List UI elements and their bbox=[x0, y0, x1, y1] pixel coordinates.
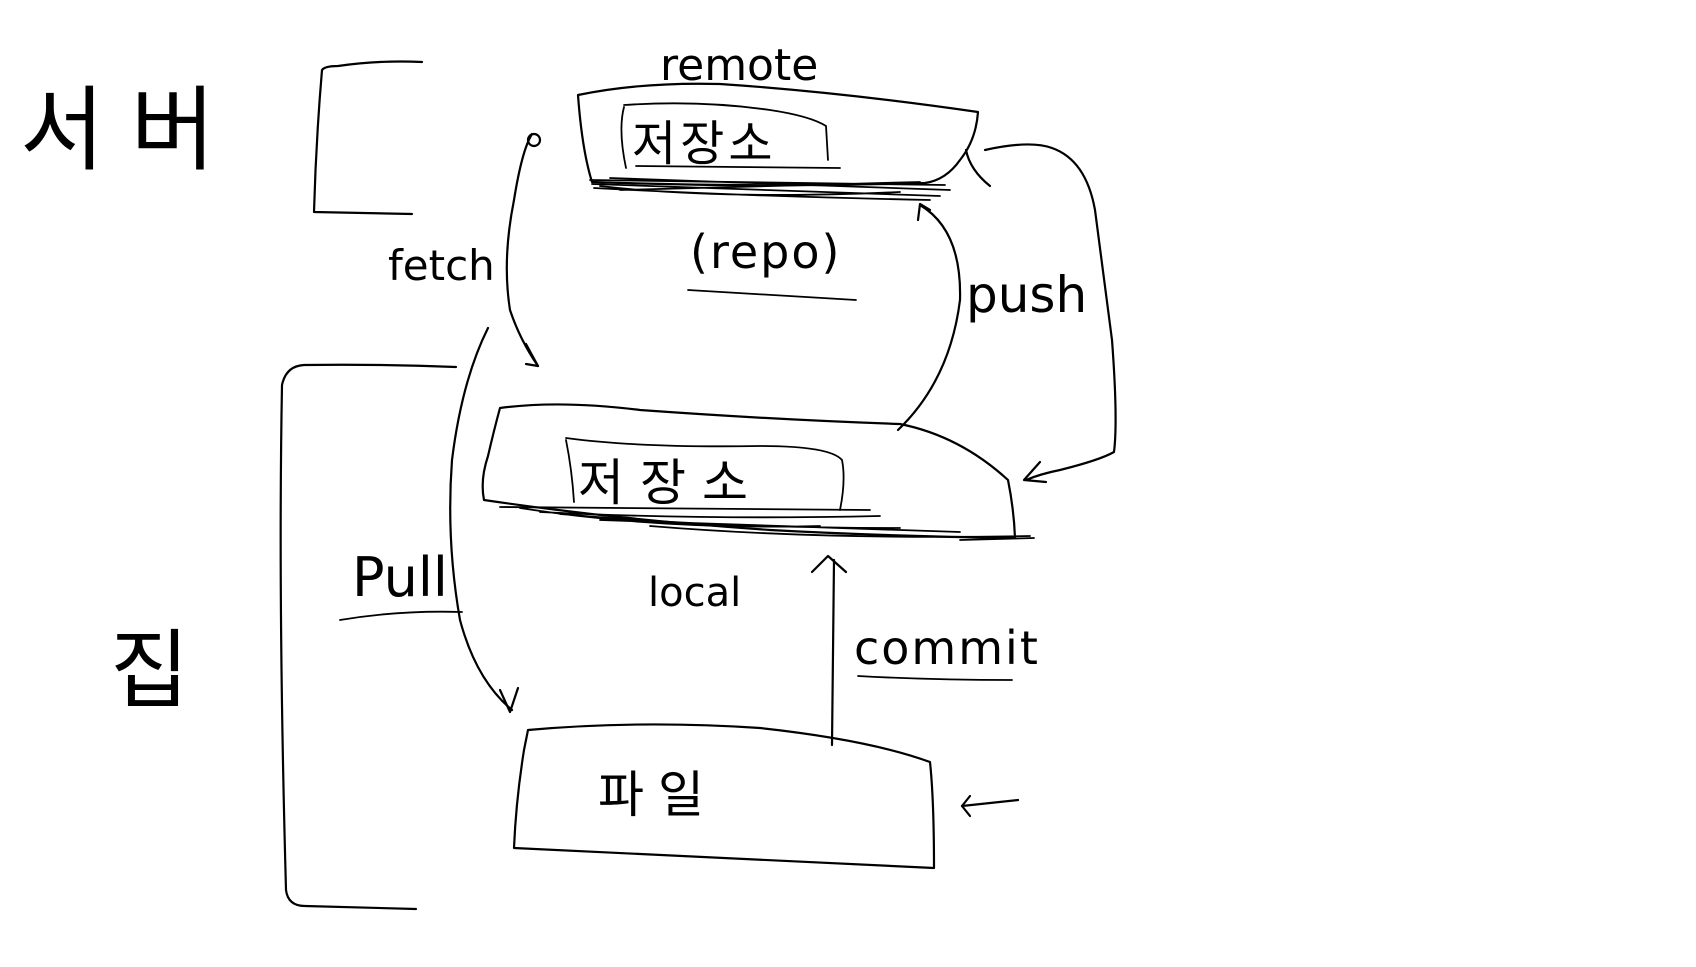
fetch-label: fetch bbox=[388, 241, 495, 290]
file-box-label: 파일 bbox=[598, 766, 718, 824]
pull-underline bbox=[339, 610, 463, 621]
local-repository-box bbox=[481, 403, 1035, 541]
local-label: local bbox=[648, 570, 741, 616]
commit-underline bbox=[857, 675, 1013, 681]
pull-arrow bbox=[449, 326, 520, 714]
remote-label: remote bbox=[660, 40, 818, 91]
home-bracket bbox=[279, 363, 458, 911]
push-label: push bbox=[966, 266, 1087, 324]
remote-box-label: 저장소 bbox=[632, 116, 776, 172]
commit-arrow bbox=[810, 554, 848, 747]
fetch-arrow bbox=[505, 132, 542, 368]
pull-label: Pull bbox=[352, 546, 448, 609]
loop-arrow bbox=[964, 143, 1117, 484]
repo-underline bbox=[687, 289, 857, 301]
push-arrow bbox=[896, 202, 962, 432]
server-bracket bbox=[312, 60, 424, 216]
server-label: 서버 bbox=[20, 77, 241, 184]
commit-label: commit bbox=[854, 621, 1040, 675]
home-label: 집 bbox=[110, 621, 189, 721]
file-box bbox=[512, 723, 936, 870]
file-pointer-arrow bbox=[960, 794, 1020, 818]
repo-label: (repo) bbox=[690, 225, 841, 279]
local-box-label: 저장소 bbox=[578, 454, 764, 512]
remote-repository-box bbox=[576, 82, 980, 201]
